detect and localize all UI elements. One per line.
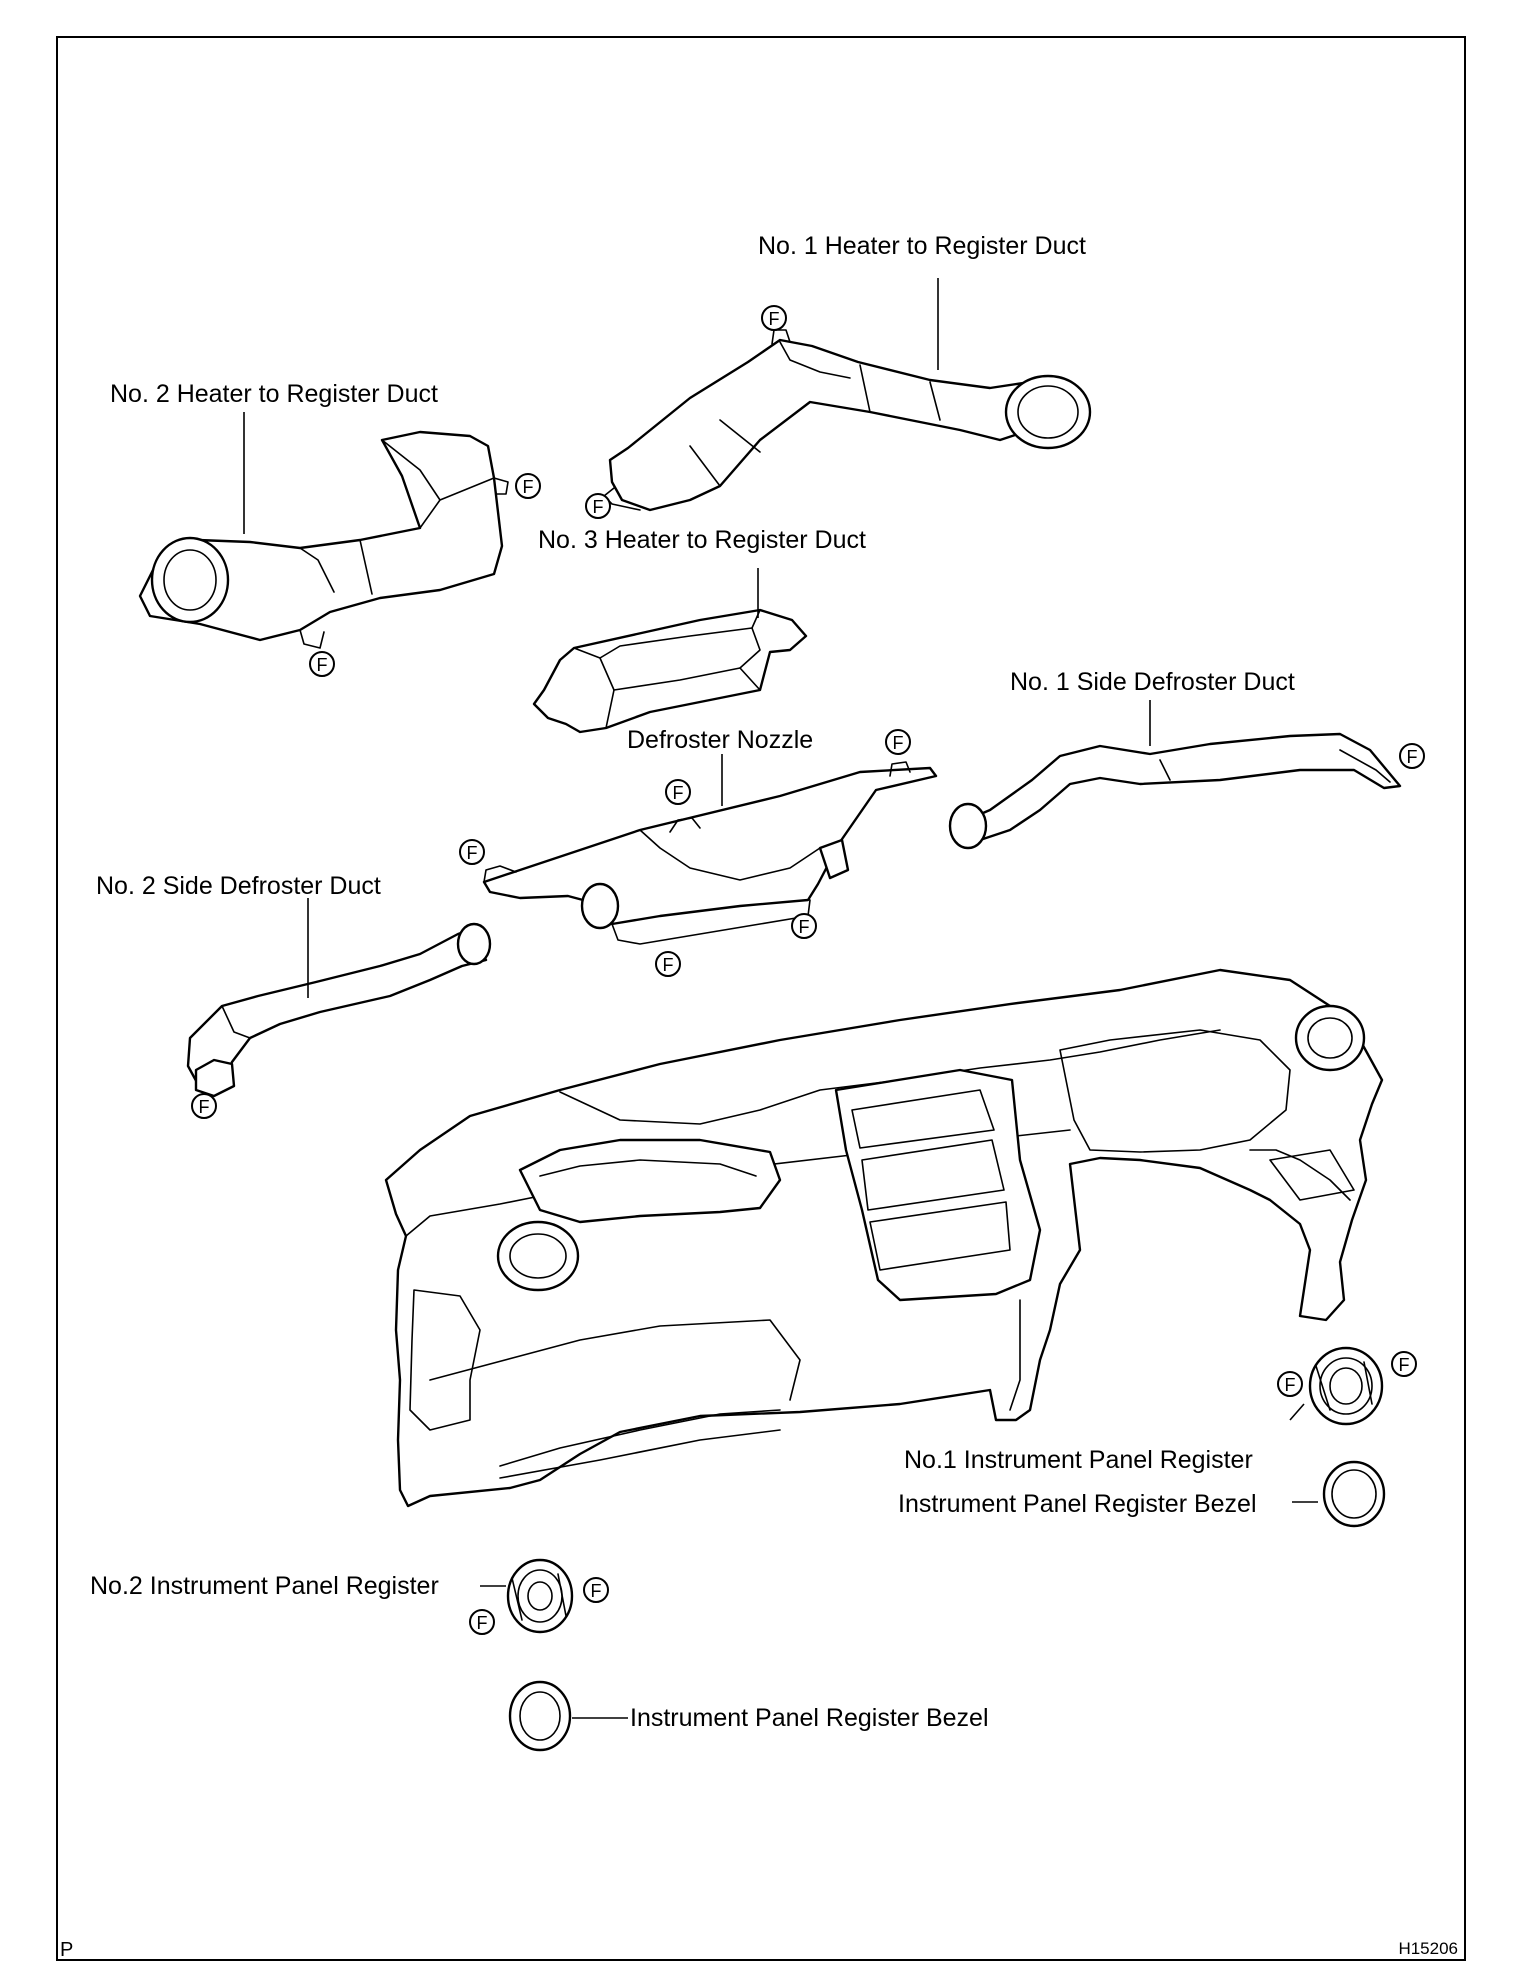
- corner-code-left: P: [60, 1939, 73, 1961]
- label-no2-side-defroster: No. 2 Side Defroster Duct: [96, 872, 381, 900]
- label-no2-panel-register: No.2 Instrument Panel Register: [90, 1572, 439, 1600]
- defroster-nozzle: [482, 761, 938, 945]
- diagram-frame: [56, 36, 1466, 1961]
- no1-heater-duct: [603, 329, 1092, 512]
- svg-text:F: F: [769, 309, 780, 329]
- fastener-icon: F: [309, 651, 335, 677]
- fastener-icon: F: [655, 951, 681, 977]
- fastener-icon: F: [585, 493, 611, 519]
- fastener-icon: F: [469, 1609, 495, 1635]
- svg-text:F: F: [663, 955, 674, 975]
- svg-text:F: F: [467, 843, 478, 863]
- label-no2-heater-duct: No. 2 Heater to Register Duct: [110, 380, 438, 408]
- label-panel-register-bezel-right: Instrument Panel Register Bezel: [898, 1490, 1257, 1518]
- svg-text:F: F: [893, 733, 904, 753]
- fastener-icon: F: [191, 1093, 217, 1119]
- svg-text:F: F: [317, 655, 328, 675]
- svg-text:F: F: [1399, 1355, 1410, 1375]
- no2-panel-register: [506, 1558, 574, 1634]
- svg-text:F: F: [593, 497, 604, 517]
- fastener-icon: F: [1277, 1371, 1303, 1397]
- label-no1-heater-duct: No. 1 Heater to Register Duct: [758, 232, 1086, 260]
- label-panel-register-bezel-bottom: Instrument Panel Register Bezel: [630, 1704, 989, 1732]
- label-no3-heater-duct: No. 3 Heater to Register Duct: [538, 526, 866, 554]
- svg-text:F: F: [673, 783, 684, 803]
- label-defroster-nozzle: Defroster Nozzle: [627, 726, 813, 754]
- fastener-icon: F: [515, 473, 541, 499]
- leader-lines: [243, 278, 1318, 1719]
- svg-text:F: F: [1285, 1375, 1296, 1395]
- fastener-icon: F: [791, 913, 817, 939]
- svg-text:F: F: [591, 1581, 602, 1601]
- no2-heater-duct: [138, 430, 509, 649]
- panel-register-bezel-bottom: [508, 1680, 572, 1752]
- fastener-icon: F: [1391, 1351, 1417, 1377]
- corner-code-right: H15206: [1398, 1939, 1458, 1958]
- no1-panel-register: [1308, 1346, 1384, 1426]
- panel-register-bezel-right: [1322, 1460, 1386, 1528]
- instrument-panel: [384, 968, 1384, 1508]
- fastener-icon: F: [761, 305, 787, 331]
- svg-text:F: F: [199, 1097, 210, 1117]
- label-no1-side-defroster: No. 1 Side Defroster Duct: [1010, 668, 1295, 696]
- no3-heater-duct: [532, 608, 808, 734]
- svg-text:F: F: [799, 917, 810, 937]
- no2-side-defroster-duct: [186, 922, 492, 1098]
- fastener-markers: F F F F F F F F F F F F F F F: [191, 305, 1425, 1635]
- svg-text:F: F: [523, 477, 534, 497]
- fastener-icon: F: [583, 1577, 609, 1603]
- svg-text:F: F: [477, 1613, 488, 1633]
- label-no1-panel-register: No.1 Instrument Panel Register: [904, 1446, 1253, 1474]
- fastener-icon: F: [1399, 743, 1425, 769]
- fastener-icon: F: [885, 729, 911, 755]
- fastener-icon: F: [459, 839, 485, 865]
- fastener-icon: F: [665, 779, 691, 805]
- no1-side-defroster-duct: [948, 732, 1402, 850]
- svg-text:F: F: [1407, 747, 1418, 767]
